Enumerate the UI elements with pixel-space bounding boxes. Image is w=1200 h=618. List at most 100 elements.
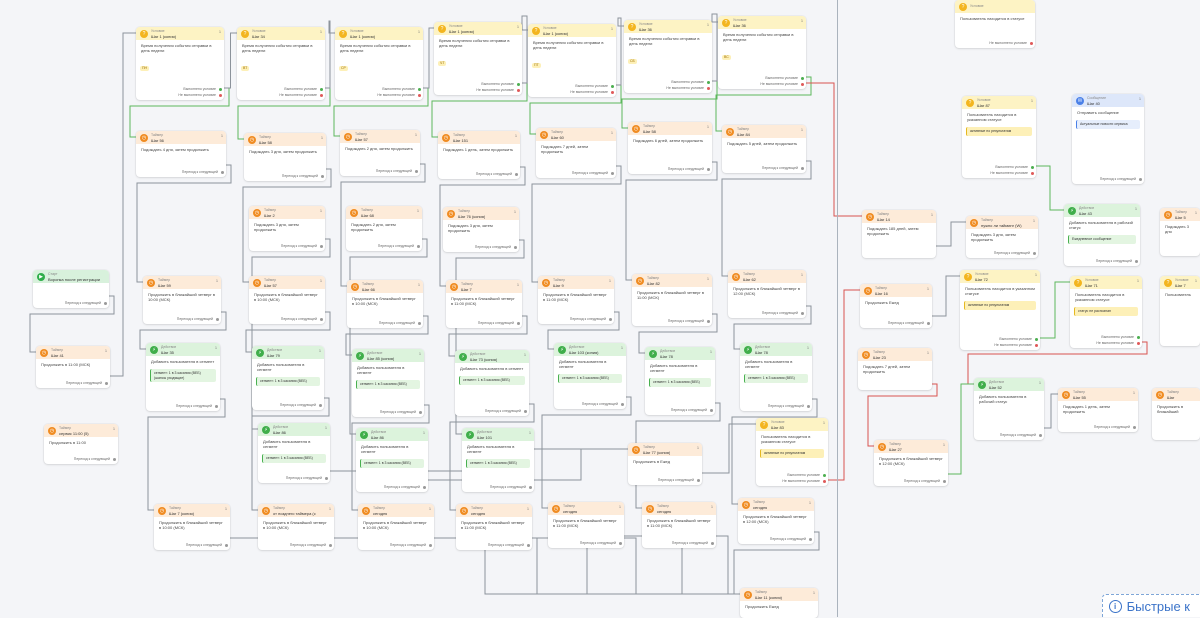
connection-a10-t20[interactable] [534,448,628,481]
output-next[interactable]: Переход к следующей [340,168,420,174]
output-port[interactable] [609,317,612,321]
connection-a5-t25[interactable] [541,396,632,509]
output-port[interactable] [219,87,222,91]
connection-c7-t29[interactable] [806,82,862,217]
connection-t9-a9[interactable] [349,238,428,435]
output-next[interactable]: Переход к следующей [252,402,324,408]
output-port[interactable] [529,485,532,489]
output-next[interactable]: Переход к следующей [443,244,519,250]
output-next[interactable]: Переход к следующей [860,320,932,326]
connection-t18-c1[interactable] [110,32,136,377]
output-port[interactable] [1031,171,1034,175]
connection-a3-t23[interactable] [351,404,430,511]
output-port[interactable] [417,244,420,248]
output-yes[interactable]: Выполнено условие [624,79,712,85]
output-port[interactable] [697,478,700,482]
connection-c5-c6[interactable] [616,17,624,86]
output-port[interactable] [319,403,322,407]
output-next[interactable]: Переход к следующей [143,316,221,322]
output-next[interactable]: Переход к следующей [456,542,532,548]
output-next[interactable]: Переход к следующей [728,310,806,316]
output-port[interactable] [707,319,710,323]
output-port[interactable] [1031,165,1034,169]
output-port[interactable] [943,479,946,483]
output-port[interactable] [801,82,804,86]
output-next[interactable]: Переход к следующей [740,403,812,409]
connection-t7-t17[interactable] [721,160,812,277]
output-port[interactable] [418,321,421,325]
output-yes[interactable]: Выполнено условие [434,81,522,87]
output-port[interactable] [216,317,219,321]
output-port[interactable] [514,245,517,249]
connection-t12-a2[interactable] [245,311,331,353]
output-port[interactable] [527,543,530,547]
connection-t1-t11[interactable] [136,164,232,283]
output-no[interactable]: Не выполнено условие [528,89,616,95]
output-next[interactable]: Переход к следующей [258,475,330,481]
connection-t29-t33[interactable] [936,221,966,247]
output-port[interactable] [611,84,614,88]
output-port[interactable] [1030,41,1033,45]
output-next[interactable]: Переход к следующей [249,316,325,322]
output-port[interactable] [1137,341,1140,345]
output-next[interactable]: Переход к следующей [154,542,230,548]
connection-t31-t32[interactable] [867,383,938,447]
output-yes[interactable]: Выполнено условие [1070,334,1142,340]
output-no[interactable]: Не выполнено условие [136,92,224,98]
output-yes[interactable]: Выполнено условие [136,86,224,92]
output-port[interactable] [1039,433,1042,437]
output-port[interactable] [823,479,826,483]
output-next[interactable]: Переход к следующей [358,542,434,548]
output-port[interactable] [707,80,710,84]
output-port[interactable] [419,410,422,414]
output-next[interactable]: Переход к следующей [874,478,948,484]
connection-t6-t16[interactable] [625,161,718,281]
output-port[interactable] [807,404,810,408]
connection-c6-c7[interactable] [711,13,718,82]
output-no[interactable]: Не выполнено условие [962,170,1036,176]
output-next[interactable]: Переход к следующей [352,409,424,415]
output-next[interactable]: Переход к следующей [548,540,624,546]
connection-a4-t24[interactable] [449,403,535,511]
output-next[interactable]: Переход к следующей [136,169,226,175]
output-next[interactable]: Переход к следующей [146,403,220,409]
output-next[interactable]: Переход к следующей [632,318,712,324]
output-yes[interactable]: Выполнено условие [962,164,1036,170]
output-no[interactable]: Не выполнено условие [955,40,1035,46]
output-port[interactable] [1133,425,1136,429]
output-port[interactable] [325,476,328,480]
output-port[interactable] [1035,343,1038,347]
output-next[interactable]: Переход к следующей [346,243,422,249]
connection-t20-c8[interactable] [702,423,756,474]
output-port[interactable] [219,93,222,97]
connection-c7-t7[interactable] [715,76,812,132]
connection-a7-t27[interactable] [731,398,818,505]
output-next[interactable]: Переход к следующей [446,320,522,326]
output-next[interactable]: Переход к следующей [974,432,1044,438]
output-no[interactable]: Не выполнено условие [624,85,712,91]
connection-t32-a12[interactable] [948,383,974,475]
connection-c8-t30[interactable] [828,289,860,481]
